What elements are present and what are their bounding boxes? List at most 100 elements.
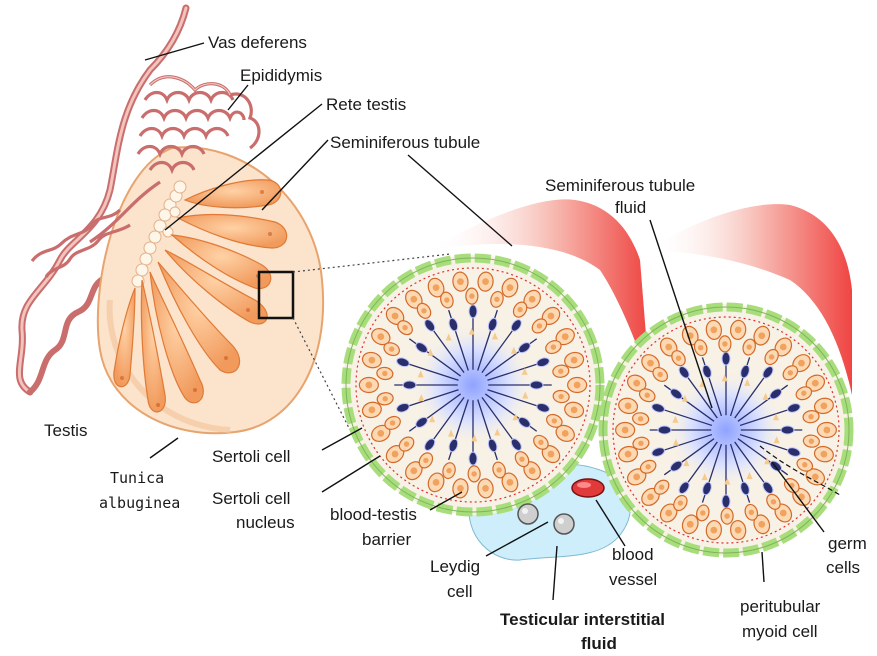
tubule-2-germ-cell-nucleus	[625, 451, 632, 458]
tubule-1-germ-cell-nucleus	[402, 325, 407, 330]
tubule-2-germ-cell-nucleus	[801, 391, 806, 396]
tubule-2-germ-cell-nucleus	[687, 521, 694, 528]
tubule-2-germ-cell-nucleus	[698, 345, 703, 350]
tubule-1-germ-cell-nucleus	[382, 371, 387, 376]
tubule-2-germ-cell-nucleus	[665, 510, 672, 517]
tubule-2-germ-cell-nucleus	[780, 510, 787, 517]
label-tunica-1: Tunica	[110, 469, 164, 487]
tubule-1-germ-cell-nucleus	[482, 485, 489, 492]
tubule-2-germ-cell-nucleus	[700, 510, 705, 515]
tubule-1-germ-cell-nucleus	[494, 297, 499, 302]
label-tunica-2: albuginea	[99, 494, 180, 512]
tubule-2-germ-cell-nucleus	[645, 464, 650, 469]
tubule-2-germ-cell-nucleus	[622, 427, 629, 434]
tubule-2-germ-cell-nucleus	[658, 372, 663, 377]
tubule-1-germ-cell-nucleus	[571, 407, 578, 414]
tubule-1-germ-cell-nucleus	[433, 479, 440, 486]
tubule-1-sertoli-nucleus	[403, 381, 416, 389]
tubule-2-germ-cell-nucleus	[821, 451, 828, 458]
tubule-2-germ-cell-nucleus	[710, 527, 717, 534]
tubule-2-germ-cell-nucleus	[647, 494, 654, 501]
tubule-1-germ-cell-nucleus	[558, 369, 563, 374]
tubule-1-germ-cell-nucleus	[496, 467, 501, 472]
tubule-1-germ-cell-nucleus	[519, 456, 524, 461]
label-rete-testis: Rete testis	[326, 95, 406, 114]
tubule-1-germ-cell-nucleus	[410, 467, 417, 474]
tubule-2-germ-cell-nucleus	[821, 402, 828, 409]
label-seminiferous-tubule: Seminiferous tubule	[330, 133, 480, 152]
tubule-2-germ-cell-nucleus	[633, 473, 640, 480]
label-btb-1: blood-testis	[330, 505, 417, 524]
tubule-1-germ-cell-nucleus	[574, 382, 581, 389]
label-btb-2: barrier	[362, 530, 411, 549]
blood-vessel	[572, 479, 604, 497]
label-epididymis: Epididymis	[240, 66, 322, 85]
tubule-2-germ-cell-nucleus	[710, 327, 717, 334]
label-sertoli-nucleus-2: nucleus	[236, 513, 295, 532]
tubule-1-germ-cell-nucleus	[365, 382, 372, 389]
tubule-1-germ-cell-nucleus	[433, 284, 440, 291]
label-testis: Testis	[44, 421, 87, 440]
tubule-2-germ-cell-nucleus	[746, 344, 751, 349]
leydig-cell-1	[518, 504, 538, 524]
label-myoid-2: myoid cell	[742, 622, 818, 641]
tubule-2-sertoli-nucleus	[722, 495, 730, 508]
tubule-2-germ-cell-nucleus	[788, 370, 793, 375]
tubule-1-germ-cell-nucleus	[469, 293, 474, 298]
tubule-1-sertoli-nucleus	[469, 305, 477, 318]
tubule-2-germ-cell-nucleus	[676, 355, 681, 360]
label-leydig-1: Leydig	[430, 557, 480, 576]
tubule-1-germ-cell-nucleus	[552, 418, 557, 423]
tubule-2-germ-cell-nucleus	[735, 327, 742, 334]
tubule-1-germ-cell-nucleus	[548, 451, 555, 458]
tubule-1-germ-cell-nucleus	[404, 441, 409, 446]
tubule-1-germ-cell-nucleus	[369, 357, 376, 364]
tubule-1-germ-cell-nucleus	[482, 278, 489, 285]
tubule-2-germ-cell-nucleus	[758, 332, 765, 339]
label-sertoli-cell: Sertoli cell	[212, 447, 290, 466]
tubule-1-germ-cell-nucleus	[382, 396, 387, 401]
label-interstitial-1: Testicular interstitial	[500, 610, 665, 629]
tubule-2-germ-cell-nucleus	[812, 380, 819, 387]
tubule-1-germ-cell-nucleus	[457, 278, 464, 285]
tubule-2-germ-cell-nucleus	[823, 427, 830, 434]
tubule-2-germ-cell-nucleus	[809, 438, 814, 443]
tubule-1-germ-cell-nucleus	[446, 468, 451, 473]
tubule-2-germ-cell-nucleus	[808, 414, 813, 419]
tubule-1-germ-cell-nucleus	[538, 440, 543, 445]
tubule-2-germ-cell-nucleus	[678, 500, 683, 505]
label-tubule-fluid-2: fluid	[615, 198, 646, 217]
tubule-1-germ-cell-nucleus	[390, 420, 395, 425]
tubule-2-germ-cell-nucleus	[633, 380, 640, 387]
tubule-2-germ-cell-nucleus	[665, 344, 672, 351]
tubule-1-germ-cell-nucleus	[507, 479, 514, 486]
tubule-1-germ-cell-nucleus	[571, 357, 578, 364]
tubule-2-germ-cell-nucleus	[812, 473, 819, 480]
tubule-2-germ-cell-nucleus	[749, 510, 754, 515]
leydig-cell-2	[554, 514, 574, 534]
tubule-1-germ-cell-nucleus	[529, 467, 536, 474]
tubule-1-germ-cell-nucleus	[558, 394, 563, 399]
tubule-1-germ-cell-nucleus	[562, 430, 569, 437]
tubule-2-germ-cell-nucleus	[645, 393, 650, 398]
tubule-2-germ-cell-nucleus	[735, 527, 742, 534]
tubule-1-germ-cell-nucleus	[421, 308, 426, 313]
tubule-2-germ-cell-nucleus	[638, 441, 643, 446]
tubule-2-germ-cell-nucleus	[724, 513, 729, 518]
tubule-1-germ-cell-nucleus	[369, 407, 376, 414]
tubule-cross-sections	[343, 199, 852, 560]
label-blood-vessel-2: vessel	[609, 570, 657, 589]
tubule-2-sertoli-nucleus	[781, 426, 794, 434]
label-blood-vessel-1: blood	[612, 545, 654, 564]
tubule-2-germ-cell-nucleus	[771, 499, 776, 504]
tubule-1-germ-cell-nucleus	[444, 297, 449, 302]
label-myoid-1: peritubular	[740, 597, 821, 616]
tubule-1-germ-cell-nucleus	[471, 471, 476, 476]
tubule-1-germ-cell-nucleus	[410, 296, 417, 303]
tubule-2-germ-cell-nucleus	[758, 521, 765, 528]
tubule-1-germ-cell-nucleus	[529, 296, 536, 303]
tubule-2-sertoli-nucleus	[658, 426, 671, 434]
tubule-1-germ-cell-nucleus	[507, 284, 514, 291]
